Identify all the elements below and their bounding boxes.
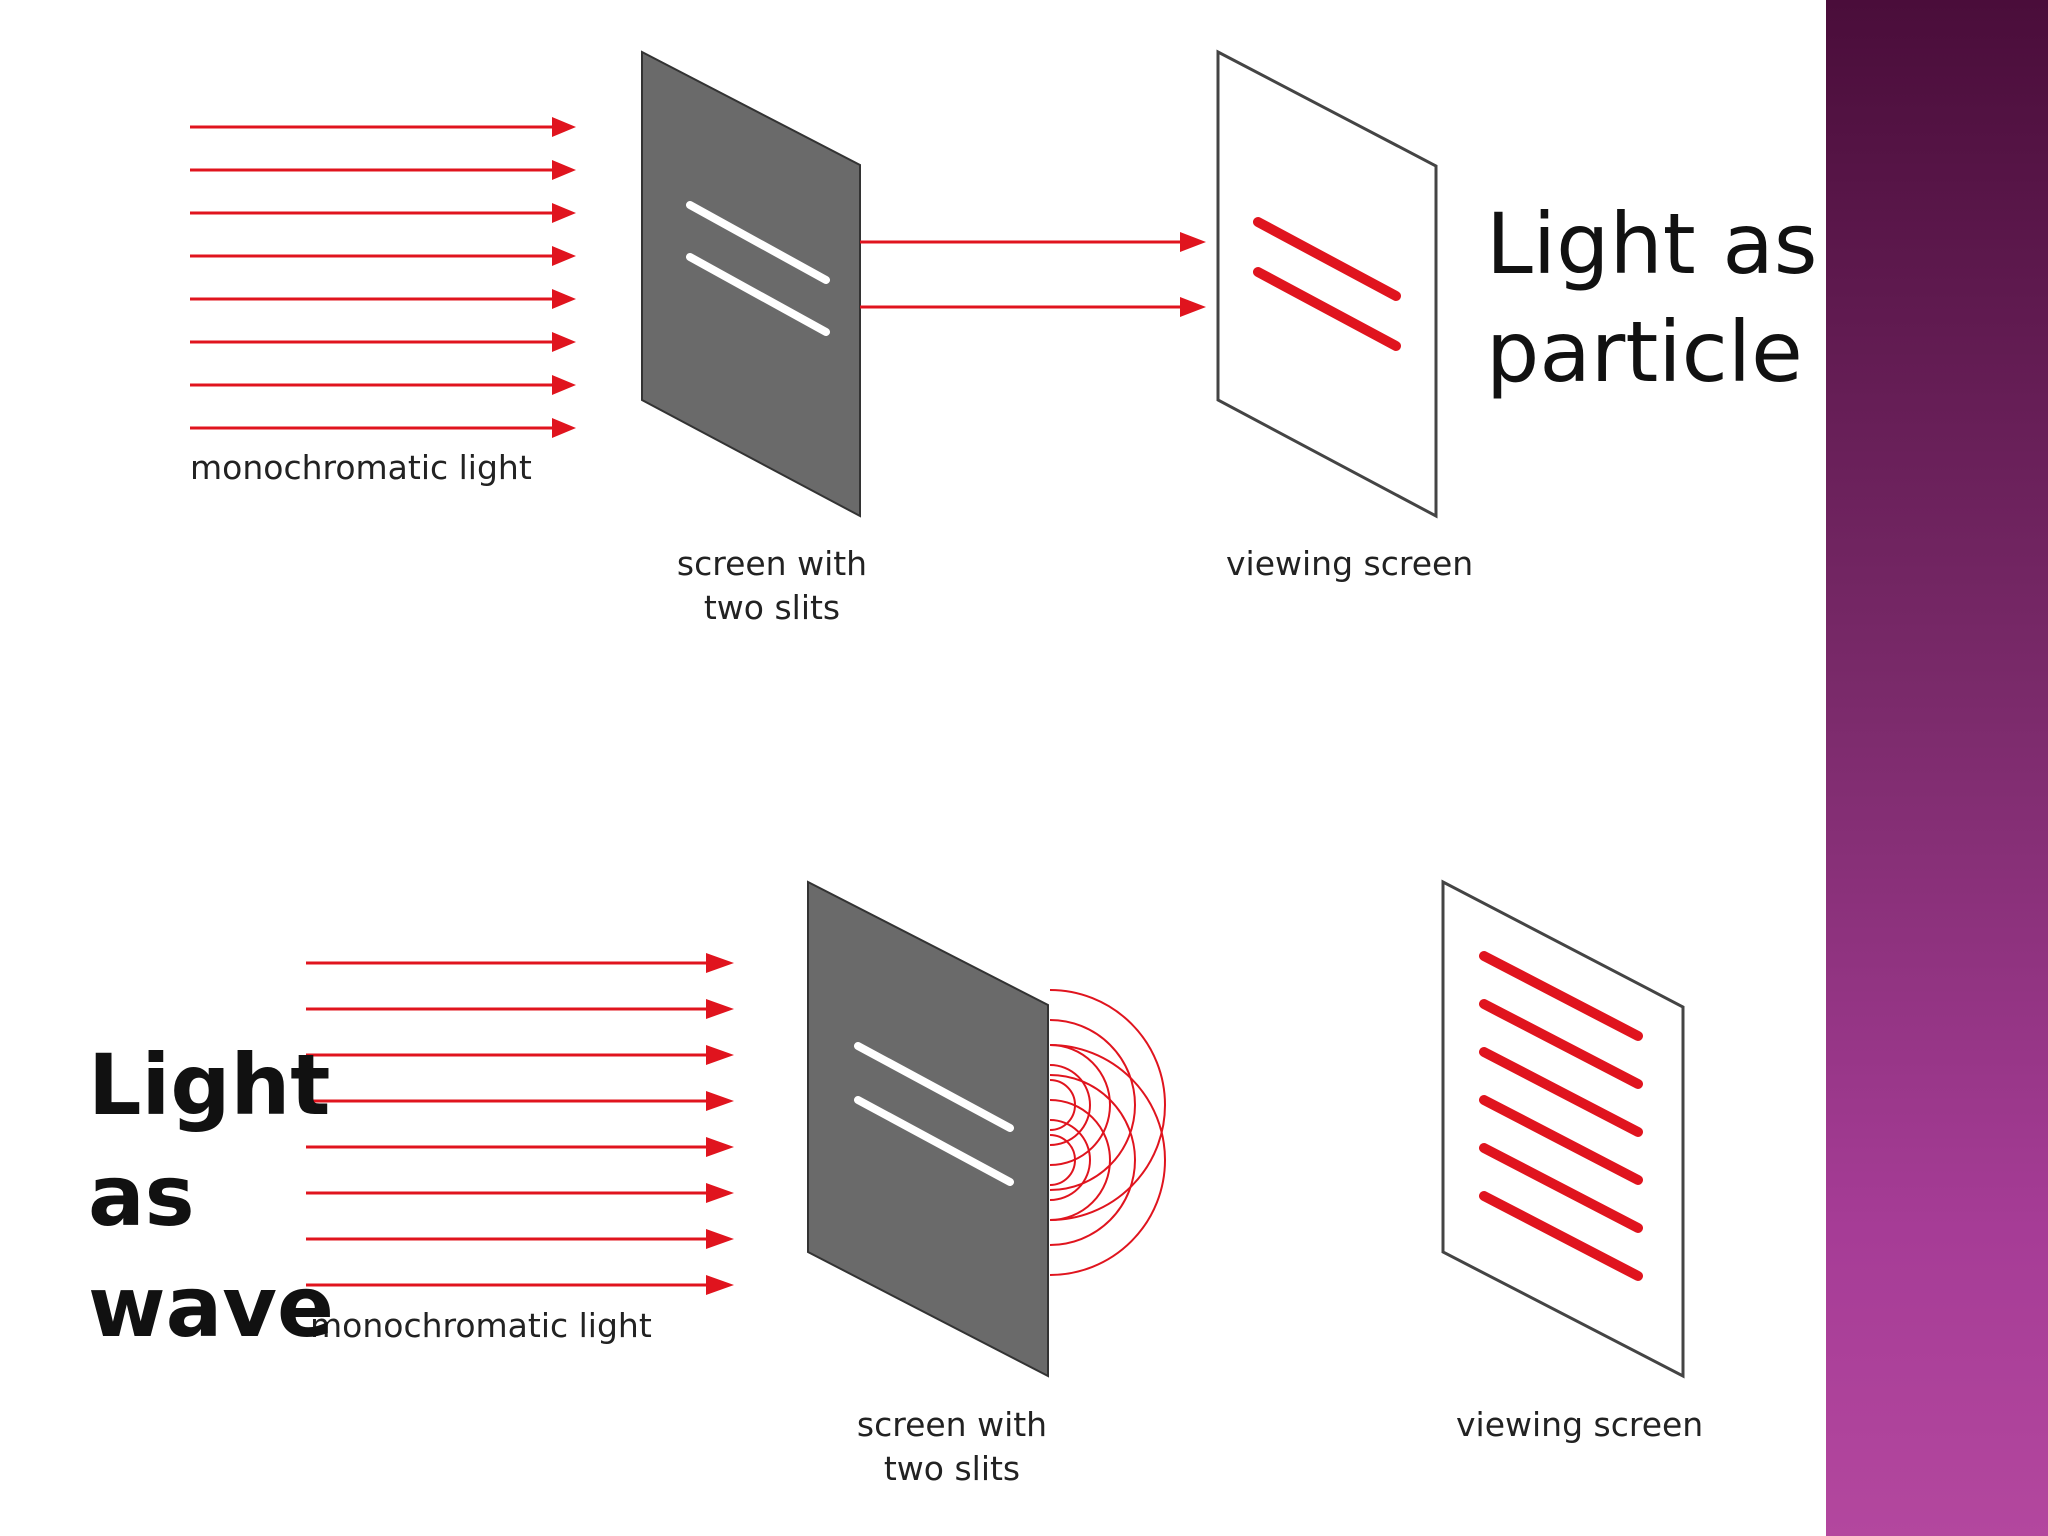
arrowhead — [552, 203, 576, 223]
wavefront — [1049, 1134, 1076, 1186]
arrowhead — [1180, 297, 1206, 317]
arrowhead — [706, 1275, 734, 1295]
slit-screen-label-line: two slits — [703, 588, 841, 627]
wave-title-line: wave — [88, 1258, 335, 1356]
particle-title: Light as particle — [1486, 190, 1818, 406]
incoming-rays — [190, 125, 572, 430]
arrowhead — [706, 1183, 734, 1203]
band — [1479, 1143, 1643, 1233]
arrowhead — [706, 1091, 734, 1111]
particle-title-line: particle — [1486, 303, 1803, 401]
wavefront — [1049, 1044, 1166, 1276]
arrowhead — [552, 332, 576, 352]
arrowhead — [706, 1137, 734, 1157]
viewing-screen — [1216, 49, 1438, 519]
particle-title-line: Light as — [1486, 195, 1818, 293]
wavefront — [1049, 989, 1166, 1221]
viewing-screen-label: viewing screen — [1226, 544, 1474, 583]
arrowhead — [552, 160, 576, 180]
slit — [686, 253, 830, 336]
slit-screen-label-line: screen with — [856, 1405, 1048, 1444]
arrowhead — [1180, 232, 1206, 252]
band — [1253, 267, 1401, 351]
band — [1479, 1095, 1643, 1185]
sidebar-gradient — [1826, 0, 2048, 1536]
arrowhead — [706, 1229, 734, 1249]
band — [1479, 1191, 1643, 1281]
slit-screen-label: screen with two slits — [650, 542, 894, 630]
wave-title: Light as wave — [88, 1030, 334, 1363]
slit — [686, 201, 830, 284]
slit-screen — [807, 880, 1049, 1378]
slit-screen-label: screen with two slits — [822, 1403, 1082, 1491]
incoming-rays — [306, 961, 716, 1287]
diffraction-waves — [1049, 989, 1166, 1276]
wave-title-line: as — [88, 1147, 195, 1245]
particle-bands — [1253, 217, 1401, 351]
arrowhead — [552, 418, 576, 438]
incoming-arrowheads — [552, 117, 576, 438]
wave-panel — [306, 879, 1685, 1379]
particle-panel — [190, 49, 1438, 519]
wavefront — [1049, 1099, 1111, 1221]
arrowhead — [552, 246, 576, 266]
interference-bands — [1479, 951, 1643, 1281]
slits — [854, 1042, 1014, 1186]
viewing-screen-label: viewing screen — [1456, 1405, 1704, 1444]
wavefront — [1049, 1044, 1111, 1166]
arrowhead — [552, 289, 576, 309]
slit — [854, 1042, 1014, 1132]
band — [1479, 1047, 1643, 1137]
viewing-screen — [1441, 879, 1685, 1379]
wavefront — [1049, 1074, 1136, 1246]
arrowhead — [552, 117, 576, 137]
slits — [686, 201, 830, 336]
transmitted-rays — [860, 240, 1200, 309]
band — [1479, 999, 1643, 1089]
double-slit-diagram — [190, 49, 1685, 1379]
arrowhead — [552, 375, 576, 395]
slit-screen — [641, 50, 861, 518]
source-label: monochromatic light — [190, 448, 532, 487]
arrowhead — [706, 953, 734, 973]
slit-screen-label-line: two slits — [883, 1449, 1021, 1488]
incoming-arrowheads — [706, 953, 734, 1295]
band — [1253, 217, 1401, 301]
wavefront — [1049, 1019, 1136, 1191]
arrowhead — [706, 1045, 734, 1065]
wave-title-line: Light — [88, 1036, 331, 1134]
slit-screen-label-line: screen with — [676, 544, 868, 583]
wavefront — [1049, 1119, 1091, 1201]
slit — [854, 1096, 1014, 1186]
band — [1479, 951, 1643, 1041]
transmitted-arrowheads — [1180, 232, 1206, 317]
source-label: monochromatic light — [310, 1306, 652, 1345]
arrowhead — [706, 999, 734, 1019]
